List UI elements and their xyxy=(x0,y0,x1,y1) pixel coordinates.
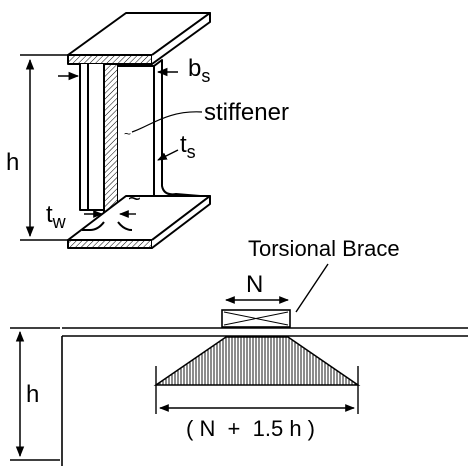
i-beam-section xyxy=(67,12,211,249)
web xyxy=(103,63,119,221)
tilde-mark: ~ xyxy=(128,186,141,211)
h-dimension-bottom xyxy=(10,327,60,461)
bs-label: bs xyxy=(188,55,210,86)
bs-dimension xyxy=(58,67,178,81)
stiffener-mark: ~ xyxy=(124,127,131,141)
tw-label: tw xyxy=(46,201,67,232)
top-flange-front xyxy=(67,54,153,65)
n-label: N xyxy=(246,271,263,298)
beam-elevation xyxy=(61,327,468,466)
h-dimension-top xyxy=(20,54,68,241)
stiffener-left xyxy=(79,64,105,211)
h-label-bottom: h xyxy=(26,381,39,408)
stiffener-leader xyxy=(131,111,203,133)
bearing-distribution xyxy=(153,336,361,386)
torsional-brace xyxy=(221,309,291,328)
ts-label: ts xyxy=(180,131,196,162)
bottom-flange-front xyxy=(67,239,153,249)
h-label-top: h xyxy=(6,149,19,176)
bearing-length-label: ( N + 1.5 h ) xyxy=(186,416,315,441)
brace-leader xyxy=(295,263,329,313)
bearing-length-dimension xyxy=(155,366,359,414)
stiffener-label: stiffener xyxy=(204,99,289,126)
ts-arrow xyxy=(157,149,179,161)
torsional-brace-label: Torsional Brace xyxy=(248,236,400,261)
